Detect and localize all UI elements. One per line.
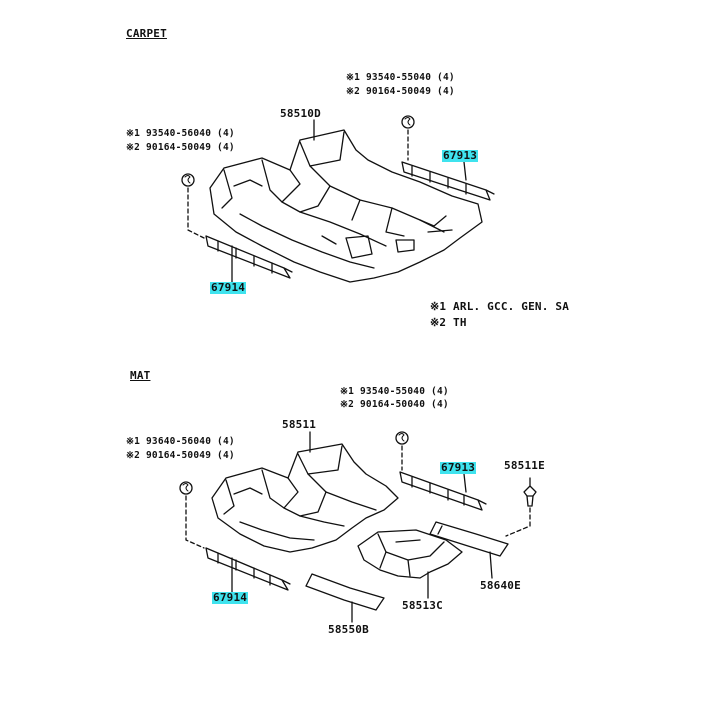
carpet-ref-left-2: ※2 90164-50049 (4) xyxy=(126,142,235,153)
note-2: ※2 TH xyxy=(430,316,467,329)
carpet-strip-right xyxy=(401,161,495,201)
mat-leader-58640e xyxy=(489,551,493,579)
mat-part-58511e: 58511E xyxy=(504,459,545,472)
mat-part-67913: 67913 xyxy=(440,461,477,474)
carpet-leader-67913 xyxy=(463,161,467,181)
mat-strip-left xyxy=(205,547,291,591)
mat-ref-top-1: ※1 93540-55040 (4) xyxy=(340,386,449,397)
mat-ref-left-2: ※2 90164-50049 (4) xyxy=(126,450,235,461)
mat-leader-67913 xyxy=(463,473,467,493)
mat-ref-left-1: ※1 93640-56040 (4) xyxy=(126,436,235,447)
mat-ref-top-2: ※2 90164-50040 (4) xyxy=(340,399,449,410)
mat-strip-right xyxy=(399,471,487,511)
carpet-floor-illustration xyxy=(209,129,483,283)
mat-screw-left xyxy=(179,481,193,495)
carpet-ref-top-2: ※2 90164-50049 (4) xyxy=(346,86,455,97)
carpet-part-67914: 67914 xyxy=(210,281,247,294)
mat-part-58640e: 58640E xyxy=(480,579,521,592)
carpet-strip-left xyxy=(205,235,293,279)
mat-floor-illustration xyxy=(211,443,399,553)
carpet-screw-top xyxy=(401,115,415,129)
carpet-leader-left xyxy=(187,187,205,239)
section-title-carpet: CARPET xyxy=(126,27,167,40)
rear-plate-illustration xyxy=(429,521,509,557)
carpet-part-67913: 67913 xyxy=(442,149,479,162)
carpet-screw-left xyxy=(181,173,195,187)
mat-part-58511: 58511 xyxy=(282,418,317,431)
carpet-ref-left-1: ※1 93540-56040 (4) xyxy=(126,128,235,139)
mat-leader-clip xyxy=(505,507,531,537)
carpet-part-58510d: 58510D xyxy=(280,107,321,120)
clip-illustration xyxy=(523,477,537,507)
mat-screw-top xyxy=(395,431,409,445)
mat-part-67914: 67914 xyxy=(212,591,249,604)
section-title-mat: MAT xyxy=(130,369,151,382)
mat-leader-left xyxy=(185,495,205,549)
rear-mat-illustration xyxy=(357,529,463,579)
front-plate-illustration xyxy=(305,573,385,611)
mat-part-58513c: 58513C xyxy=(402,599,443,612)
mat-part-58550b: 58550B xyxy=(328,623,369,636)
note-1: ※1 ARL. GCC. GEN. SA xyxy=(430,300,570,313)
carpet-ref-top-1: ※1 93540-55040 (4) xyxy=(346,72,455,83)
